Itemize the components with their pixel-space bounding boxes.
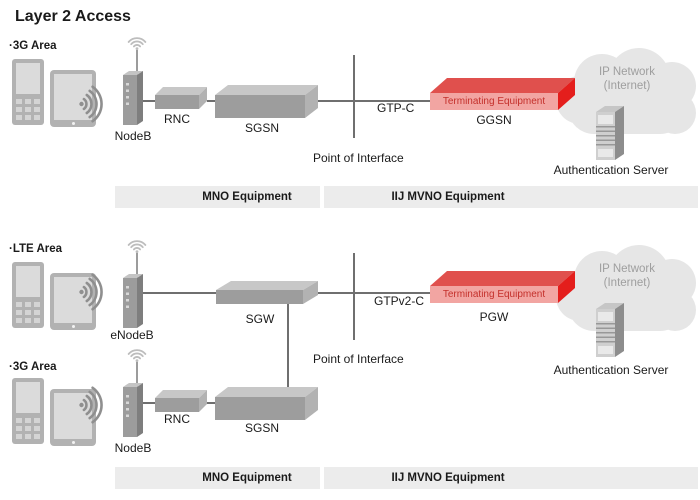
sgw-label: SGW	[245, 312, 275, 326]
radio-waves-icon	[79, 273, 103, 311]
ip-network-cloud: IP Network (Internet)	[556, 48, 698, 145]
enodeb-icon-side	[137, 273, 143, 328]
tablet-home-button	[71, 122, 75, 125]
nodeb-icon-side	[137, 70, 143, 125]
sgsn-label: SGSN	[244, 121, 279, 135]
sgsn2-label: SGSN	[244, 421, 279, 435]
point-of-interface-label-bottom: Point of Interface	[313, 352, 404, 366]
tablet-icon	[50, 70, 96, 127]
terminating-box-top	[430, 78, 576, 93]
rnc-box	[155, 95, 199, 109]
server-icon	[596, 309, 615, 357]
auth-server-label: Authentication Server	[553, 163, 669, 177]
terminating-equipment-box: Terminating Equipment	[430, 286, 558, 303]
protocol-label-gtpc: GTP-C	[377, 101, 415, 115]
point-of-interface-line-bottom	[353, 253, 355, 340]
mno-equipment-bar: MNO Equipment	[115, 467, 320, 489]
sgsn2-box	[215, 397, 305, 420]
enodeb-label: eNodeB	[110, 328, 154, 342]
phone-icon	[12, 262, 44, 328]
antenna-mast	[136, 253, 138, 280]
link-sgsn-ggsn	[318, 100, 430, 102]
rnc2-box	[155, 398, 199, 412]
mvno-equipment-label: IIJ MVNO Equipment	[391, 472, 505, 484]
ip-network-label: IP Network (Internet)	[598, 263, 656, 289]
terminating-equipment-box: Terminating Equipment	[430, 93, 558, 110]
mvno-equipment-bar: IIJ MVNO Equipment	[324, 467, 698, 489]
wifi-icon	[127, 37, 147, 50]
area-label-lte: ·LTE Area	[9, 243, 63, 255]
mvno-equipment-bar: IIJ MVNO Equipment	[324, 186, 698, 208]
tablet-screen	[54, 74, 92, 120]
nodeb-label: NodeB	[114, 129, 152, 143]
mno-equipment-label: MNO Equipment	[202, 472, 292, 484]
phone-keypad-row	[16, 107, 40, 112]
sgsn-box	[215, 95, 305, 118]
area-label-3g-bottom: ·3G Area	[9, 361, 57, 373]
phone-keypad-row	[16, 115, 40, 120]
nodeb-icon-side	[137, 382, 143, 437]
mvno-equipment-label: IIJ MVNO Equipment	[391, 191, 505, 203]
antenna-mast	[136, 362, 138, 389]
nodeb-icon	[123, 75, 137, 125]
link-sgw-sgsn	[287, 304, 289, 390]
server-icon	[596, 112, 615, 160]
auth-server-label: Authentication Server	[553, 363, 669, 377]
sgsn-box-top	[215, 85, 318, 95]
sgsn2-box-top	[215, 387, 318, 397]
rnc-label: RNC	[164, 112, 190, 126]
server-icon-side	[615, 105, 624, 160]
protocol-label-gtpv2c: GTPv2-C	[374, 294, 425, 308]
server-icon-side	[615, 302, 624, 357]
point-of-interface-label-top: Point of Interface	[313, 151, 404, 165]
phone-icon	[12, 59, 44, 125]
tablet-icon	[50, 273, 96, 330]
pgw-label: PGW	[479, 310, 509, 324]
link-nodeb-rnc	[143, 100, 155, 102]
phone-screen	[16, 63, 40, 94]
area-label-3g-top: ·3G Area	[9, 40, 57, 52]
link-nodeb2-rnc2	[143, 402, 155, 404]
radio-waves-icon	[79, 85, 103, 123]
link-rnc-sgsn	[207, 100, 215, 102]
terminating-box-top	[430, 271, 576, 286]
link-sgw-pgw	[318, 292, 430, 294]
ggsn-label: GGSN	[476, 113, 512, 127]
ip-network-label: IP Network (Internet)	[598, 66, 656, 92]
phone-keypad-row	[16, 99, 40, 104]
mno-equipment-bar: MNO Equipment	[115, 186, 320, 208]
enodeb-icon	[123, 278, 137, 328]
antenna-mast	[136, 50, 138, 77]
radio-waves-icon	[79, 386, 103, 424]
phone-icon	[12, 378, 44, 444]
wifi-icon	[127, 349, 147, 362]
mno-equipment-label: MNO Equipment	[202, 191, 292, 203]
link-enodeb-sgw	[143, 292, 216, 294]
nodeb-leds	[126, 83, 129, 107]
point-of-interface-line-top	[353, 55, 355, 138]
sgw-box	[216, 290, 303, 304]
wifi-icon	[127, 240, 147, 253]
link-rnc2-sgsn2	[207, 402, 215, 404]
nodeb-icon	[123, 387, 137, 437]
page-title: Layer 2 Access	[15, 8, 131, 25]
ip-network-cloud: IP Network (Internet)	[556, 245, 698, 342]
nodeb2-label: NodeB	[114, 441, 152, 455]
rnc2-label: RNC	[164, 412, 190, 426]
